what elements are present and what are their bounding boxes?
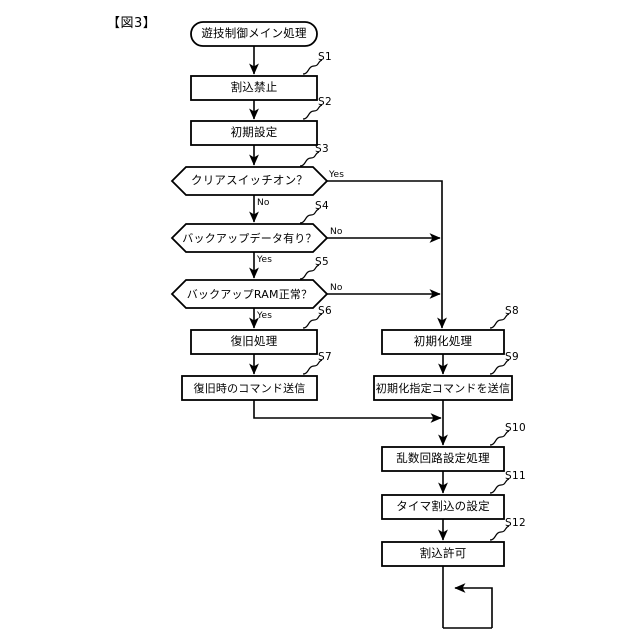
node-s11-shape xyxy=(381,494,505,520)
leader-s5 xyxy=(299,264,320,280)
step-label-s3: S3 xyxy=(315,143,329,155)
step-label-s9: S9 xyxy=(505,351,519,363)
edge-label-s3-yes: Yes xyxy=(329,170,345,180)
node-s5-shape xyxy=(170,279,329,309)
leader-s12 xyxy=(489,525,510,541)
node-s10-shape xyxy=(381,446,505,472)
node-s3-shape xyxy=(170,166,329,196)
leader-s3 xyxy=(299,151,320,167)
leader-s8 xyxy=(489,313,510,329)
step-label-s6: S6 xyxy=(318,305,332,317)
step-label-s2: S2 xyxy=(318,96,332,108)
step-label-s12: S12 xyxy=(505,517,526,529)
edge-s7-to-trunk xyxy=(253,400,442,423)
node-s4-shape xyxy=(170,223,329,253)
leader-s7 xyxy=(302,359,323,375)
leader-s10 xyxy=(489,430,510,446)
leader-s2 xyxy=(302,104,323,120)
node-s12-shape xyxy=(381,541,505,567)
node-s1-shape xyxy=(190,75,318,101)
step-label-s7: S7 xyxy=(318,351,332,363)
leader-s9 xyxy=(489,359,510,375)
edge-label-s5-no: No xyxy=(330,283,343,293)
node-start-shape xyxy=(190,21,318,47)
leader-s11 xyxy=(489,478,510,494)
step-label-s10: S10 xyxy=(505,422,526,434)
leader-s4 xyxy=(299,208,320,224)
step-label-s5: S5 xyxy=(315,256,329,268)
edge-label-s4-yes: Yes xyxy=(257,255,273,265)
edge-label-s3-no: No xyxy=(257,198,270,208)
leader-s6 xyxy=(302,313,323,329)
edge-loop-back xyxy=(454,583,493,628)
figure-label: 【図3】 xyxy=(107,16,157,31)
node-s6-shape xyxy=(190,329,318,355)
node-s9-shape xyxy=(373,375,513,401)
node-s7-shape xyxy=(181,375,318,401)
edge-label-s5-yes: Yes xyxy=(257,311,273,321)
step-label-s4: S4 xyxy=(315,200,329,212)
edge-label-s4-no: No xyxy=(330,227,343,237)
step-label-s8: S8 xyxy=(505,305,519,317)
step-label-s11: S11 xyxy=(505,470,526,482)
edge-s3-yes-to-trunk xyxy=(327,180,447,329)
node-s2-shape xyxy=(190,120,318,146)
leader-s1 xyxy=(302,59,323,75)
node-s8-shape xyxy=(381,329,505,355)
step-label-s1: S1 xyxy=(318,51,332,63)
